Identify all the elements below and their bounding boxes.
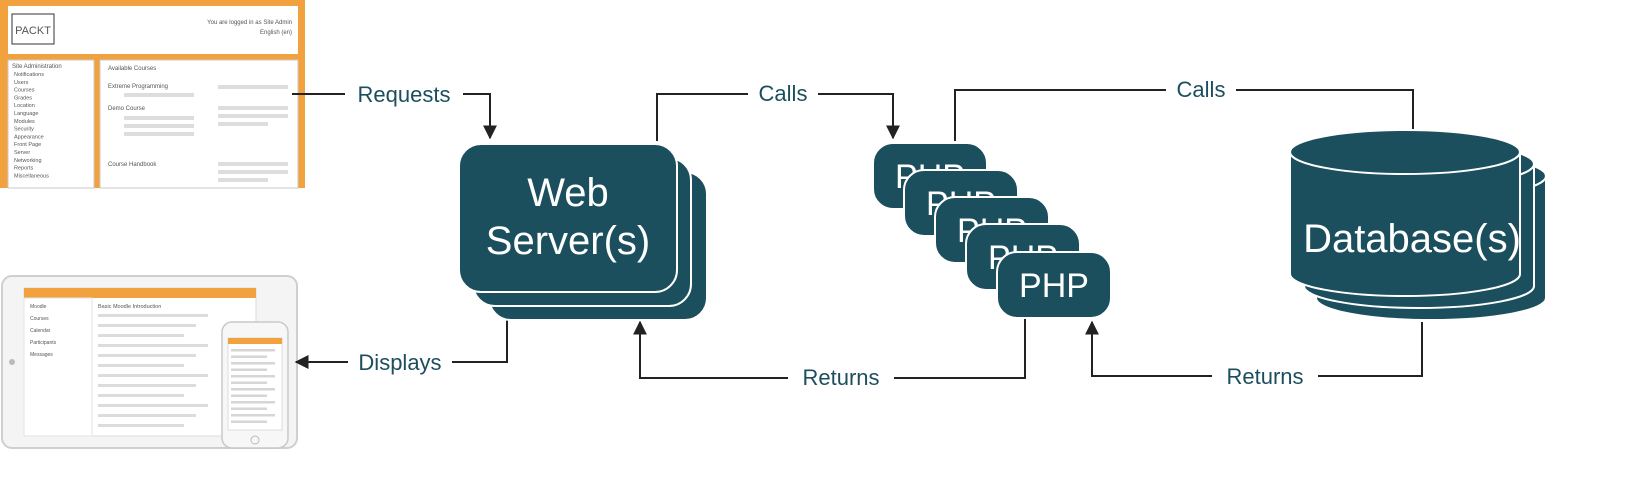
php-stack: PHPPHPPHPPHPPHP — [872, 142, 1112, 319]
admin-menu-item: Server — [14, 150, 30, 156]
web-server-label-line2: Server(s) — [486, 219, 650, 263]
admin-menu-item: Miscellaneous — [14, 173, 49, 179]
course-item: Course Handbook — [108, 162, 157, 168]
admin-menu-item: Grades — [14, 95, 32, 101]
admin-menu-item: Users — [14, 80, 29, 86]
returns-label-1: Returns — [802, 365, 879, 390]
tablet-menu-item: Messages — [30, 352, 53, 358]
admin-menu-item: Front Page — [14, 142, 41, 148]
admin-menu-item: Language — [14, 111, 38, 117]
tablet-menu: MoodleCoursesCalendarParticipantsMessage… — [30, 304, 57, 358]
tablet-menu-item: Calendar — [30, 328, 51, 334]
tablet-menu-item: Participants — [30, 340, 57, 346]
php-process-node: PHP — [996, 251, 1112, 319]
database-label: Database(s) — [1303, 217, 1521, 261]
admin-menu: NotificationsUsersCoursesGradesLocationL… — [14, 72, 49, 179]
login-text: You are logged in as Site Admin — [207, 20, 292, 26]
admin-menu-item: Location — [14, 103, 35, 109]
admin-menu-item: Appearance — [14, 134, 44, 140]
phone-screenshot — [221, 321, 289, 449]
courses-title: Available Courses — [108, 66, 156, 72]
returns-label-2: Returns — [1226, 364, 1303, 389]
database-cylinder — [1289, 129, 1521, 297]
admin-menu-item: Networking — [14, 158, 42, 164]
admin-menu-item: Courses — [14, 88, 35, 94]
admin-block-title: Site Administration — [12, 64, 62, 70]
web-server-label-line1: Web — [527, 171, 609, 215]
tablet-menu-item: Courses — [30, 316, 49, 322]
tablet-menu-item: Moodle — [30, 304, 47, 310]
edge-labels: Requests Calls Calls Displays Returns Re… — [345, 74, 1318, 393]
course-item: Demo Course — [108, 106, 146, 112]
admin-menu-item: Notifications — [14, 72, 44, 78]
brand-logo: PACKT — [15, 25, 51, 37]
tablet-screenshot: MoodleCoursesCalendarParticipantsMessage… — [1, 275, 298, 449]
admin-menu-item: Reports — [14, 166, 34, 172]
admin-menu-item: Security — [14, 127, 34, 133]
browser-screenshot: PACKT You are logged in as Site Admin En… — [0, 0, 305, 189]
database-node: Database(s) — [1289, 129, 1547, 321]
displays-label: Displays — [358, 350, 441, 375]
language-select: English (en) — [260, 30, 292, 36]
admin-menu-item: Modules — [14, 119, 35, 125]
tablet-course-title: Basic Moodle Introduction — [98, 304, 161, 310]
requests-label: Requests — [358, 82, 451, 107]
php-label: PHP — [1019, 267, 1089, 305]
web-server-node: Web Server(s) — [458, 143, 708, 321]
course-item: Extreme Programming — [108, 84, 168, 90]
calls-label-1: Calls — [759, 81, 808, 106]
calls-label-2: Calls — [1177, 77, 1226, 102]
